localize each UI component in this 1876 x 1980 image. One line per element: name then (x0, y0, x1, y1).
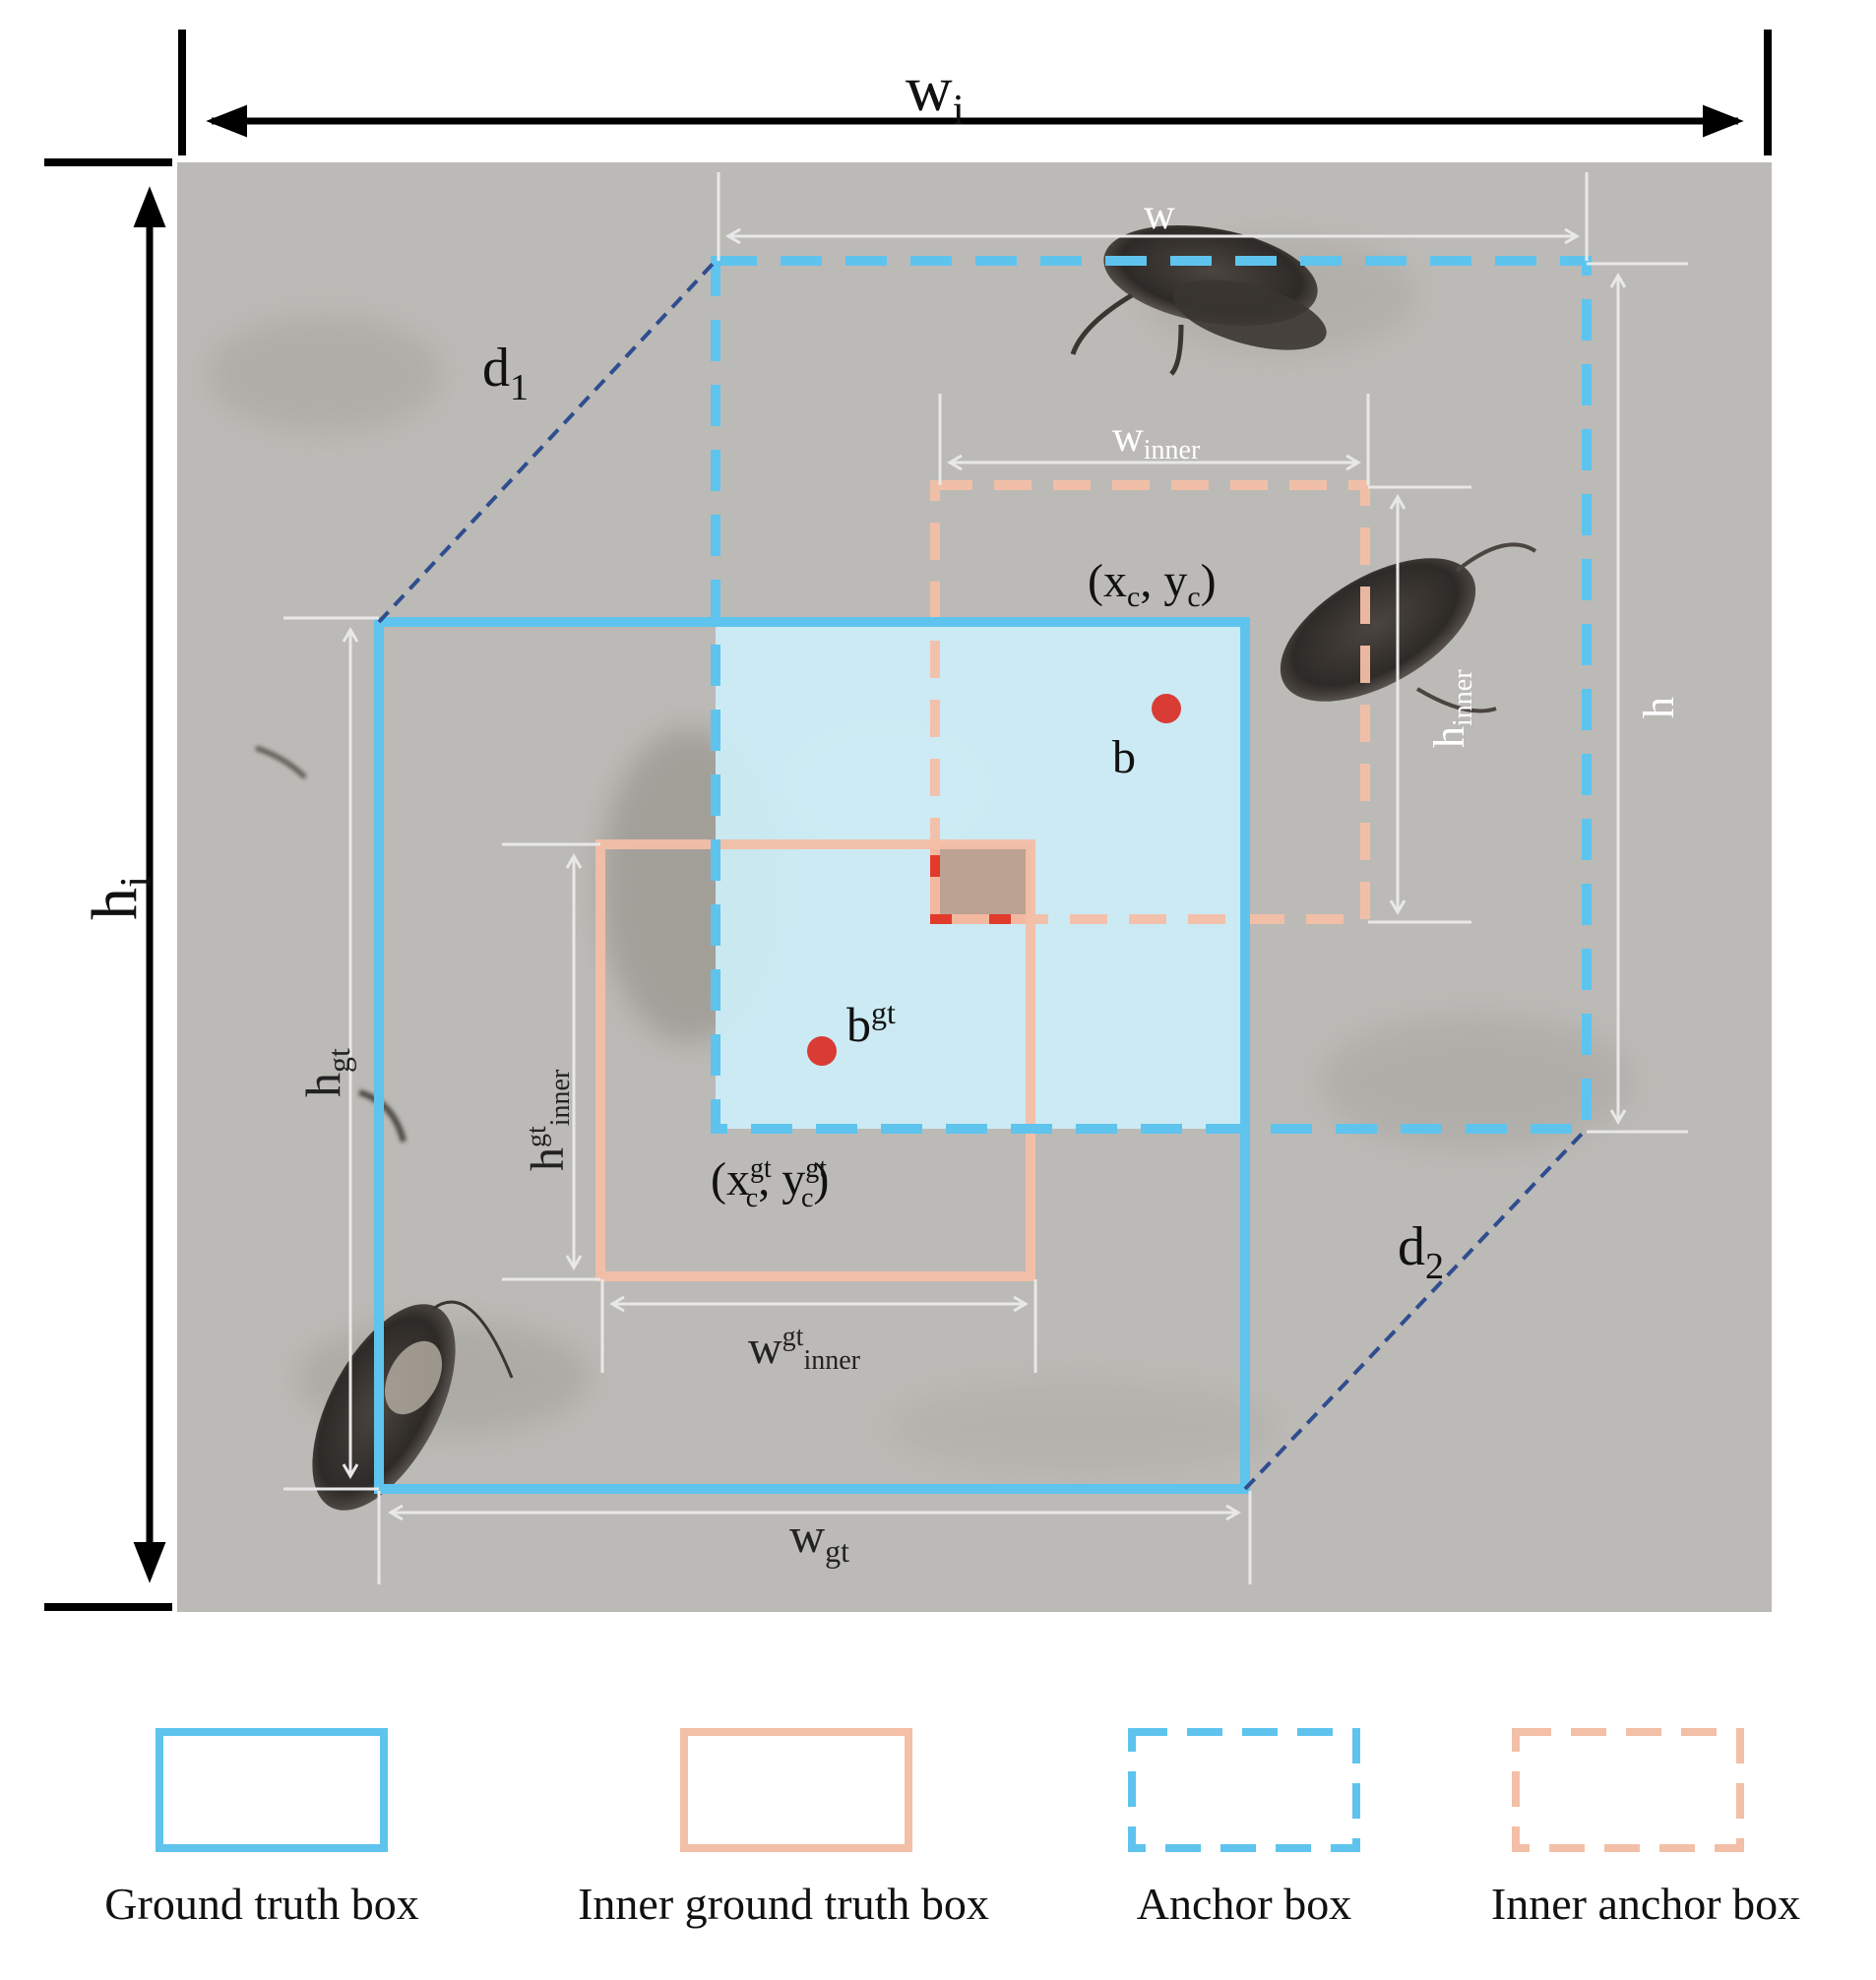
legend-swatch-anchor (1128, 1728, 1360, 1852)
label-b: b (1112, 731, 1136, 783)
legend-item-anchor: Anchor box (1128, 1728, 1360, 1929)
anchor-center-point (1152, 694, 1181, 723)
label-wi: wi (906, 53, 965, 134)
image-dimension-lines (44, 30, 1772, 1611)
legend-swatch-inner-anchor (1512, 1728, 1744, 1852)
inner-intersection-corner (930, 844, 1031, 924)
moth-small (255, 745, 406, 1143)
label-h-inner: hinner (1425, 669, 1478, 748)
legend-swatch-inner-ground-truth (680, 1728, 912, 1852)
label-wgt: wgt (789, 1508, 849, 1569)
moth-top (1070, 225, 1327, 376)
legend: Ground truth box Inner ground truth box … (104, 1728, 1800, 1929)
inner-ground-truth-box (595, 839, 1035, 1281)
inner-anchor-box (930, 480, 1370, 924)
background-photo (177, 162, 1772, 1612)
label-hgt-inner: hgtinner (522, 1069, 576, 1171)
label-wgt-inner: wgtinner (748, 1322, 861, 1376)
label-d2: d2 (1398, 1216, 1444, 1287)
label-hi: hi (79, 876, 159, 920)
label-bgt: bgt (846, 995, 896, 1052)
d1-line (377, 259, 718, 624)
legend-swatch-ground-truth (156, 1728, 388, 1852)
legend-label-ground-truth: Ground truth box (104, 1879, 418, 1929)
label-w-inner: winner (1112, 412, 1201, 465)
label-xc-yc: (xc, yc) (1088, 555, 1217, 613)
legend-item-ground-truth: Ground truth box (104, 1728, 419, 1929)
d2-line (1243, 1127, 1589, 1491)
label-w: w (1144, 190, 1175, 238)
label-hgt: hgt (295, 1048, 356, 1097)
legend-label-inner-ground-truth: Inner ground truth box (578, 1879, 989, 1929)
label-d1: d1 (482, 338, 529, 408)
dimension-lines (283, 172, 1688, 1584)
moth-right (1280, 542, 1537, 713)
label-h: h (1635, 697, 1683, 718)
anchor-box (711, 256, 1592, 1134)
legend-label-inner-anchor: Inner anchor box (1491, 1879, 1800, 1929)
legend-label-anchor: Anchor box (1137, 1879, 1351, 1929)
legend-item-inner-anchor: Inner anchor box (1491, 1728, 1800, 1929)
labels: wi hi w h winner hinner d1 d2 (xc, yc) b… (79, 53, 1683, 1569)
inner-intersection-fill (935, 844, 1031, 919)
legend-item-inner-ground-truth: Inner ground truth box (578, 1728, 989, 1929)
ground-truth-box (374, 617, 1250, 1494)
ground-truth-center-point (807, 1036, 837, 1066)
